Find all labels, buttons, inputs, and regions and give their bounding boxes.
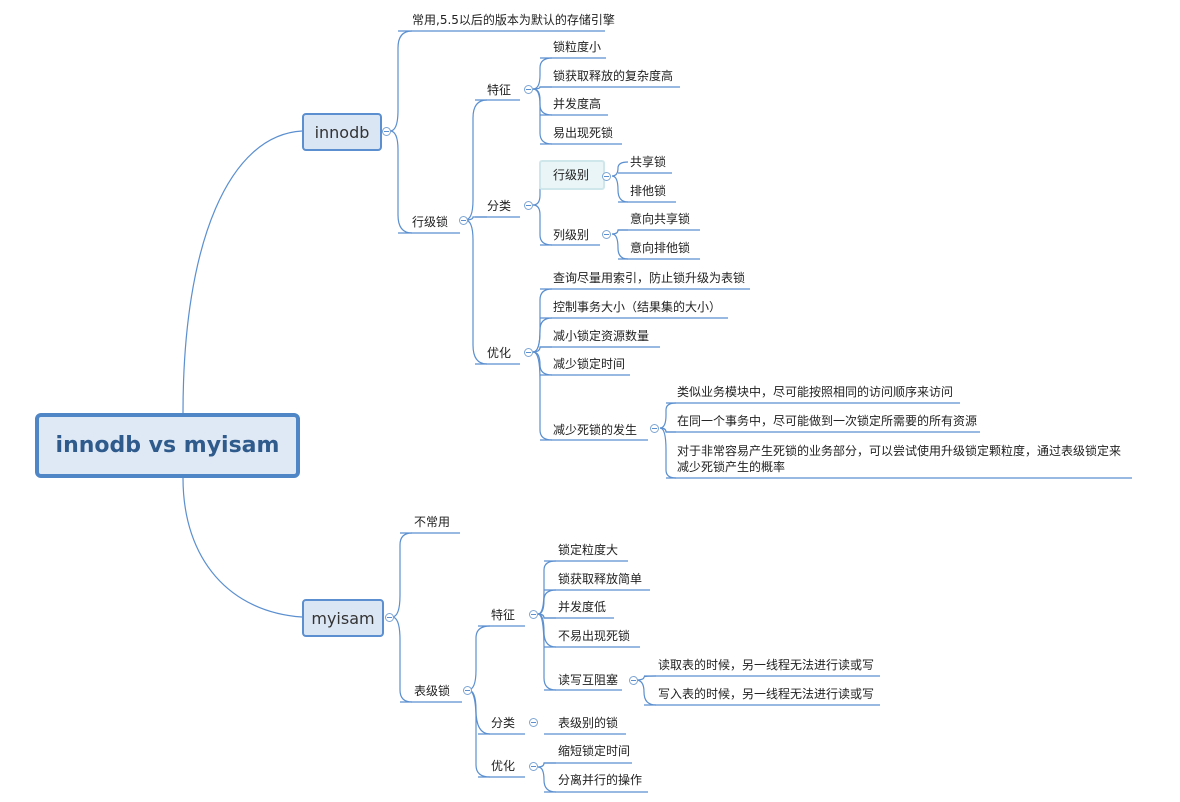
collapse-icon[interactable] (463, 686, 472, 695)
collapse-icon[interactable] (529, 762, 538, 771)
row-level-item: 排他锁 (630, 184, 667, 198)
innodb-feature-item: 并发度高 (553, 97, 602, 111)
myisam-node[interactable]: myisam (302, 599, 384, 637)
root-label: innodb vs myisam (55, 433, 280, 458)
row-level-item: 共享锁 (630, 155, 667, 169)
collapse-icon[interactable] (529, 610, 538, 619)
collapse-icon[interactable] (524, 85, 533, 94)
collapse-icon[interactable] (602, 172, 611, 181)
myisam-optimization-label: 优化 (491, 759, 516, 773)
innodb-default-note: 常用,5.5以后的版本为默认的存储引擎 (412, 13, 615, 27)
collapse-icon[interactable] (602, 230, 611, 239)
myisam-label: myisam (311, 608, 375, 628)
collapse-icon[interactable] (385, 613, 394, 622)
myisam-category-item: 表级别的锁 (558, 716, 619, 730)
myisam-feature-item: 锁定粒度大 (558, 543, 619, 557)
myisam-uncommon-note: 不常用 (414, 515, 451, 529)
collapse-icon[interactable] (524, 201, 533, 210)
innodb-feature-item: 锁粒度小 (553, 40, 602, 54)
column-level-item: 意向排他锁 (630, 241, 691, 255)
collapse-icon[interactable] (650, 424, 659, 433)
myisam-feature-item: 并发度低 (558, 600, 607, 614)
root-node[interactable]: innodb vs myisam (35, 413, 300, 478)
myisam-feature-item: 锁获取释放简单 (558, 572, 643, 586)
optimization-item: 查询尽量用索引，防止锁升级为表锁 (553, 271, 746, 285)
deadlock-item: 在同一个事务中，尽可能做到一次锁定所需要的所有资源 (677, 414, 978, 428)
innodb-categories-label: 分类 (487, 199, 512, 213)
deadlock-label: 减少死锁的发生 (553, 423, 638, 437)
myisam-features-label: 特征 (491, 608, 516, 622)
myisam-feature-item: 不易出现死锁 (558, 629, 631, 643)
rw-block-item: 写入表的时候，另一线程无法进行读或写 (658, 687, 875, 701)
myisam-optimization-item: 分离并行的操作 (558, 773, 643, 787)
column-level-item: 意向共享锁 (630, 212, 691, 226)
collapse-icon[interactable] (524, 348, 533, 357)
innodb-feature-item: 易出现死锁 (553, 126, 614, 140)
optimization-item: 控制事务大小（结果集的大小） (553, 300, 722, 314)
innodb-optimization-label: 优化 (487, 346, 512, 360)
row-level-label: 行级别 (553, 168, 590, 182)
collapse-icon[interactable] (459, 216, 468, 225)
collapse-icon[interactable] (629, 676, 638, 685)
myisam-categories-label: 分类 (491, 716, 516, 730)
deadlock-item: 对于非常容易产生死锁的业务部分，可以尝试使用升级锁定颗粒度，通过表级锁定来减少死… (677, 444, 1122, 474)
optimization-item: 减少锁定时间 (553, 357, 626, 371)
rw-block-item: 读取表的时候，另一线程无法进行读或写 (658, 658, 875, 672)
collapse-icon[interactable] (382, 127, 391, 136)
row-lock-label: 行级锁 (412, 215, 449, 229)
row-level-node[interactable] (539, 160, 605, 190)
innodb-node[interactable]: innodb (302, 113, 382, 151)
myisam-optimization-item: 缩短锁定时间 (558, 744, 631, 758)
rw-block-label: 读写互阻塞 (558, 673, 619, 687)
table-lock-label: 表级锁 (414, 684, 451, 698)
optimization-item: 减小锁定资源数量 (553, 329, 650, 343)
collapse-icon[interactable] (529, 718, 538, 727)
deadlock-item: 类似业务模块中，尽可能按照相同的访问顺序来访问 (677, 385, 954, 399)
innodb-feature-item: 锁获取释放的复杂度高 (553, 69, 674, 83)
innodb-features-label: 特征 (487, 83, 512, 97)
column-level-label: 列级别 (553, 228, 590, 242)
innodb-label: innodb (314, 122, 370, 142)
